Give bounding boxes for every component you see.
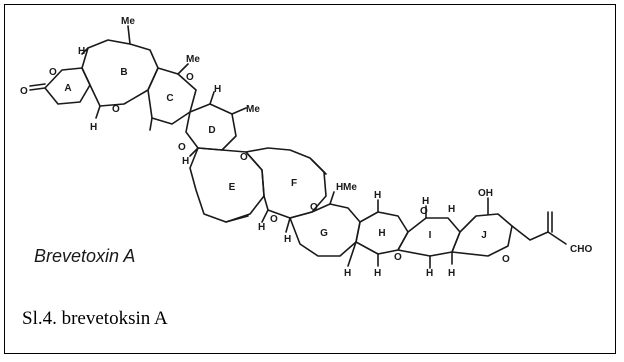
ring-o-label-4: O: [240, 152, 248, 163]
ring-label-i: I: [429, 230, 432, 241]
h-label-12: H: [426, 268, 433, 279]
ring-d: [185, 103, 237, 151]
me-label-h: Me: [343, 182, 357, 193]
h-label-3: H: [214, 84, 221, 95]
me-label-d: Me: [246, 104, 260, 115]
ring-o-label-3: O: [178, 142, 186, 153]
figure-caption: Sl.4. brevetoksin A: [22, 308, 168, 329]
ring-label-h: H: [378, 228, 385, 239]
h-label-2: H: [90, 122, 97, 133]
figure-frame: [4, 4, 616, 354]
ring-label-d: D: [208, 125, 215, 136]
ring-g: [289, 203, 361, 257]
h-label-14: H: [448, 204, 455, 215]
compound-name: Brevetoxin A: [34, 246, 135, 266]
h-label-5: H: [258, 222, 265, 233]
ring-o-label-7: O: [420, 206, 428, 217]
h-label-8: H: [374, 190, 381, 201]
ring-f: [245, 147, 327, 219]
oh-label: OH: [478, 188, 493, 199]
me-label-c: Me: [186, 54, 200, 65]
ring-o-label-8: O: [394, 252, 402, 263]
brevetoxin-a-structure: A B C D E F G H I J O O Me Me Me Me OH C…: [20, 16, 592, 279]
ring-label-a: A: [64, 83, 71, 94]
ring-j: [451, 213, 513, 257]
h-label-13: H: [448, 268, 455, 279]
ring-label-f: F: [291, 178, 297, 189]
h-label-7: H: [336, 182, 343, 193]
ring-label-j: J: [481, 230, 487, 241]
h-label-1: H: [78, 46, 85, 57]
cho-label: CHO: [570, 244, 592, 255]
me-label-b: Me: [121, 16, 135, 27]
ring-label-c: C: [166, 93, 173, 104]
h-label-10: H: [374, 268, 381, 279]
ring-label-e: E: [229, 182, 236, 193]
ring-o-label-6: O: [310, 202, 318, 213]
ring-c: [147, 67, 197, 125]
lactone-o-label: O: [49, 67, 57, 78]
ring-o-label-9: O: [502, 254, 510, 265]
ring-o-label-2: O: [186, 72, 194, 83]
carbonyl-o-label: O: [20, 86, 28, 97]
h-label-6: H: [284, 234, 291, 245]
ring-o-label-5: O: [270, 214, 278, 225]
h-label-11: H: [422, 196, 429, 207]
h-label-4: H: [182, 156, 189, 167]
ring-label-g: G: [320, 228, 328, 239]
ring-e: [189, 147, 265, 223]
ring-label-b: B: [120, 67, 127, 78]
ring-o-label-1: O: [112, 104, 120, 115]
h-label-9: H: [344, 268, 351, 279]
